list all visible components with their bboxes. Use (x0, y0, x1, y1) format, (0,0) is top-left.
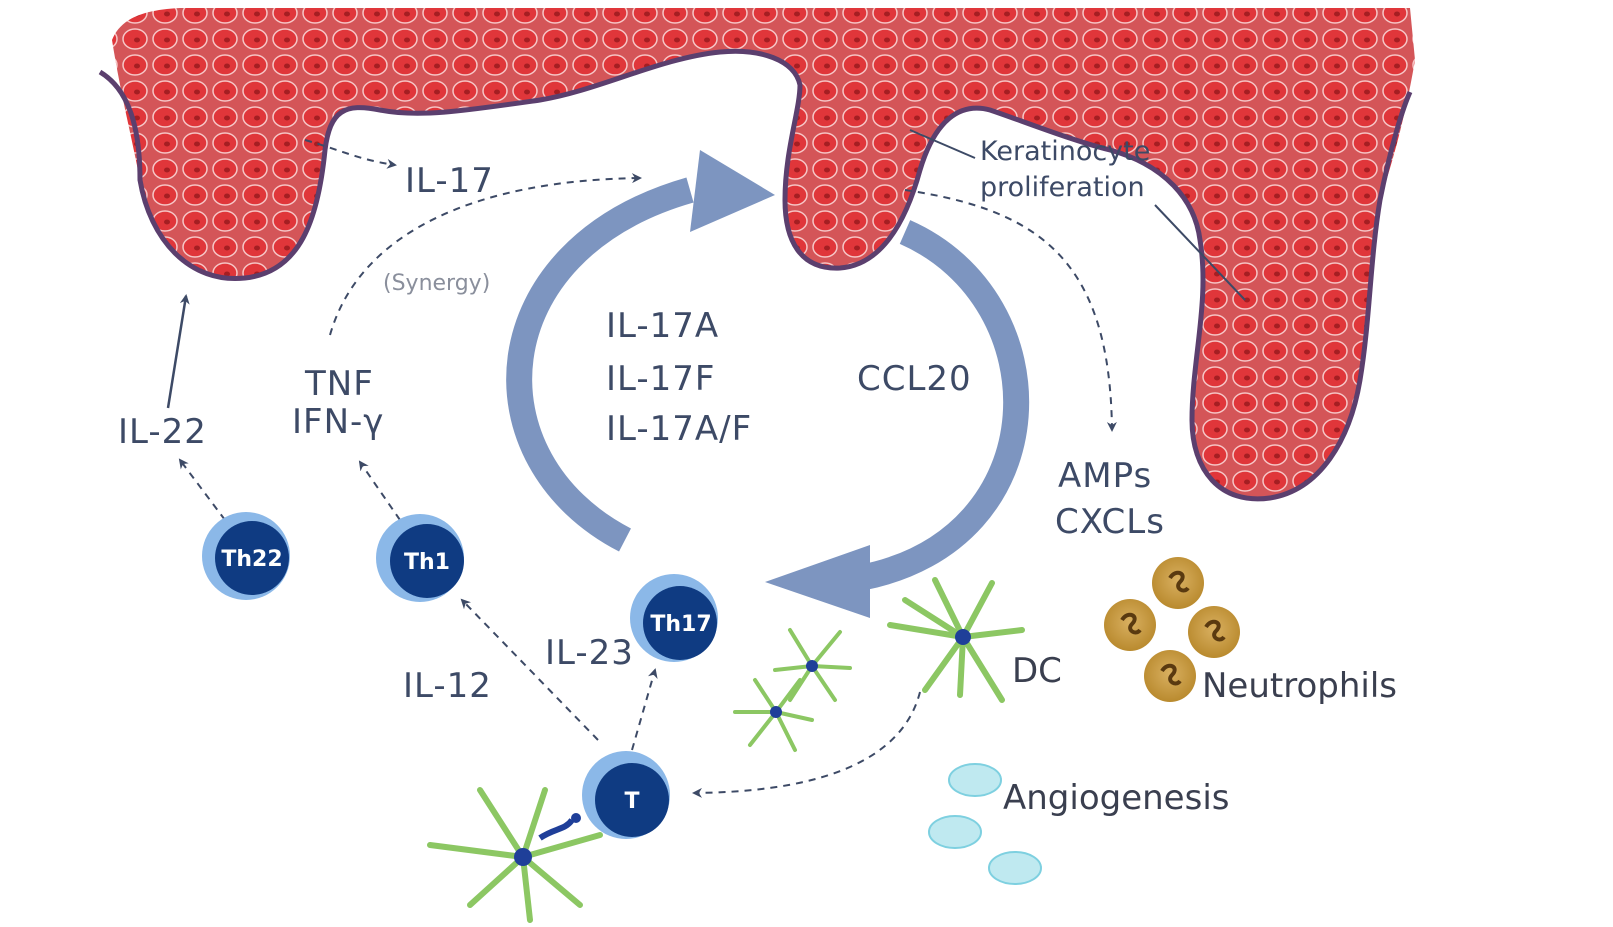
neutrophils-group (1104, 557, 1240, 702)
epidermis-layer (112, 8, 1415, 499)
label-proliferation: proliferation (980, 172, 1145, 203)
arrow-il22-to-skin (166, 294, 190, 409)
label-il23: IL-23 (545, 633, 634, 673)
label-il17-top: IL-17 (405, 161, 494, 201)
dendritic-cell-presenting (427, 787, 603, 923)
label-amps: AMPs (1058, 456, 1152, 496)
arrow-th1-to-tnf (358, 460, 401, 521)
label-il17af: IL-17A/F (606, 409, 752, 449)
cycle-arrow-right (857, 220, 1030, 591)
th22-label: Th22 (221, 547, 282, 572)
vessel-cell-2 (928, 815, 982, 849)
angiogenesis-vessels (928, 763, 1042, 885)
label-il17a: IL-17A (606, 306, 719, 346)
label-cxcls: CXCLs (1055, 502, 1165, 542)
th17-label: Th17 (650, 612, 711, 637)
neutrophil-1 (1152, 557, 1204, 609)
label-neutrophils: Neutrophils (1202, 666, 1397, 706)
arrow-synergy (329, 173, 642, 336)
basement-membrane (98, 48, 1413, 502)
dendritic-cell-large (887, 577, 1025, 703)
th22-cell: Th22 (202, 512, 290, 600)
cycle-arrow-right-head (765, 545, 870, 618)
label-il17f: IL-17F (606, 359, 715, 399)
antigen-complex-icon (538, 813, 581, 841)
arrow-skin-to-il17 (304, 139, 397, 169)
th1-label: Th1 (404, 550, 450, 575)
neutrophil-3 (1188, 606, 1240, 658)
label-keratinocyte: Keratinocyte (980, 136, 1150, 167)
arrow-t-to-th1 (460, 598, 599, 741)
keratinocyte-pointer-2 (1154, 204, 1246, 301)
arrow-t-to-th17 (631, 668, 658, 751)
label-il12: IL-12 (403, 666, 492, 706)
label-angiogenesis: Angiogenesis (1003, 778, 1229, 818)
dashed-arrows (178, 139, 1117, 798)
th17-cell: Th17 (630, 574, 718, 662)
dendritic-cell-small-2 (733, 678, 814, 752)
neutrophil-4 (1144, 650, 1196, 702)
label-synergy: (Synergy) (383, 271, 490, 296)
epidermis (98, 8, 1415, 502)
cycle-arrows (506, 150, 1030, 618)
label-ifn-gamma: IFN-γ (292, 402, 384, 442)
keratinocyte-pointer-1 (909, 129, 976, 159)
t-cell: T (582, 751, 670, 839)
arrow-to-amps (904, 189, 1117, 432)
cycle-arrow-left (506, 177, 694, 552)
label-ccl20: CCL20 (857, 359, 972, 399)
cycle-arrow-left-head (690, 150, 775, 232)
dendritic-cell-small-1 (773, 628, 852, 702)
label-tnf: TNF (304, 364, 374, 404)
arrow-th22-to-il22 (178, 458, 226, 521)
label-dc: DC (1012, 651, 1062, 691)
vessel-cell-1 (948, 763, 1002, 797)
neutrophil-2 (1104, 599, 1156, 651)
vessel-cell-3 (988, 851, 1042, 885)
th1-cell: Th1 (376, 514, 464, 602)
arrow-dc-to-t (692, 691, 921, 798)
t-label: T (624, 789, 639, 814)
label-il22: IL-22 (118, 412, 207, 452)
